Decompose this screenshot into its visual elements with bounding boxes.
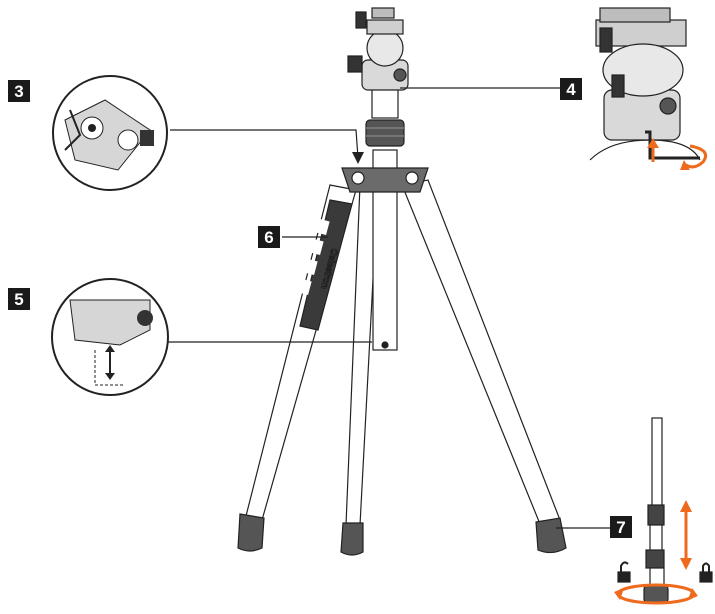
callout-4: 4 bbox=[560, 78, 582, 100]
arrow-head-3 bbox=[352, 152, 364, 164]
callout-5: 5 bbox=[8, 288, 30, 310]
svg-text:4: 4 bbox=[566, 80, 576, 99]
callout-6: 6 bbox=[258, 226, 280, 248]
right-foot bbox=[535, 517, 567, 554]
right-leg bbox=[401, 179, 561, 525]
lock-icon bbox=[699, 562, 713, 583]
callout-7: 7 bbox=[610, 516, 632, 538]
unlock-icon bbox=[617, 561, 631, 583]
tripod-legs: Celestron bbox=[237, 179, 567, 556]
ball-head bbox=[347, 7, 409, 119]
svg-text:6: 6 bbox=[264, 228, 273, 247]
inset-3-magnifier bbox=[52, 75, 168, 191]
svg-text:5: 5 bbox=[14, 290, 23, 309]
svg-text:7: 7 bbox=[616, 518, 625, 537]
callout-3: 3 bbox=[8, 80, 30, 102]
inset-4-head-detail bbox=[589, 7, 708, 170]
inset-5-magnifier bbox=[51, 278, 169, 396]
leader-line-3 bbox=[170, 129, 359, 159]
svg-text:3: 3 bbox=[14, 82, 23, 101]
rotate-arrow-icon bbox=[685, 144, 708, 169]
left-foot bbox=[237, 513, 265, 552]
center-foot bbox=[340, 522, 364, 556]
center-column bbox=[341, 119, 429, 351]
inset-7-leg-lock bbox=[614, 417, 713, 605]
